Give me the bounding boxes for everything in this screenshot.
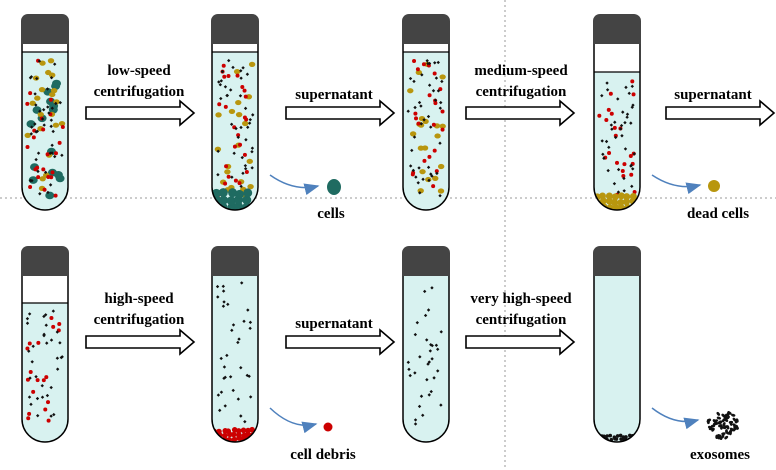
dead-cell-dot-icon (708, 180, 720, 192)
product-label-2: dead cells (687, 206, 749, 222)
step-label-6-line-1: supernatant (295, 316, 373, 332)
process-arrow-4 (665, 99, 776, 127)
process-arrow-3 (465, 99, 576, 127)
tube-contents (406, 286, 443, 426)
debris-dot-icon (323, 422, 333, 432)
pointer-arrow-2 (651, 174, 702, 195)
step-label-5-line-2: centrifugation (94, 312, 185, 328)
tube-contents (24, 58, 66, 200)
test-tube-4 (593, 14, 641, 211)
liquid (403, 274, 449, 442)
liquid (212, 274, 258, 442)
pointer-arrow-1 (269, 174, 320, 196)
step-label-4-line-1: supernatant (674, 87, 752, 103)
step-label-1-line-1: low-speed (107, 63, 171, 79)
tube-contents (25, 309, 64, 423)
step-label-7-line-1: very high-speed (470, 291, 572, 307)
test-tube-1 (21, 14, 69, 211)
step-label-3-line-2: centrifugation (476, 84, 567, 100)
exosome-cluster-icon (706, 411, 739, 440)
test-tube-2 (211, 14, 259, 211)
product-label-3: cell debris (290, 447, 356, 463)
pointer-arrow-4 (651, 407, 700, 430)
step-label-7-line-2: centrifugation (476, 312, 567, 328)
liquid (212, 52, 258, 210)
test-tube-8 (593, 246, 641, 443)
step-label-1-line-2: centrifugation (94, 84, 185, 100)
test-tube-6 (211, 246, 259, 443)
step-label-2-line-1: supernatant (295, 87, 373, 103)
pellet (212, 188, 253, 210)
process-arrow-2 (285, 99, 396, 127)
liquid (594, 274, 640, 442)
step-label-5-line-1: high-speed (104, 291, 174, 307)
process-arrow-5 (85, 328, 196, 356)
test-tube-3 (402, 14, 450, 211)
step-label-3-line-1: medium-speed (474, 63, 568, 79)
pointer-arrow-3 (269, 407, 318, 434)
tube-contents (406, 58, 446, 198)
process-arrow-7 (465, 328, 576, 356)
process-arrow-6 (285, 328, 396, 356)
product-label-1: cells (317, 206, 345, 222)
process-arrow-1 (85, 99, 196, 127)
test-tube-5 (21, 246, 69, 443)
cell-dot-icon (327, 179, 341, 195)
test-tube-7 (402, 246, 450, 443)
tube-contents (215, 281, 253, 424)
product-label-4: exosomes (690, 447, 750, 463)
